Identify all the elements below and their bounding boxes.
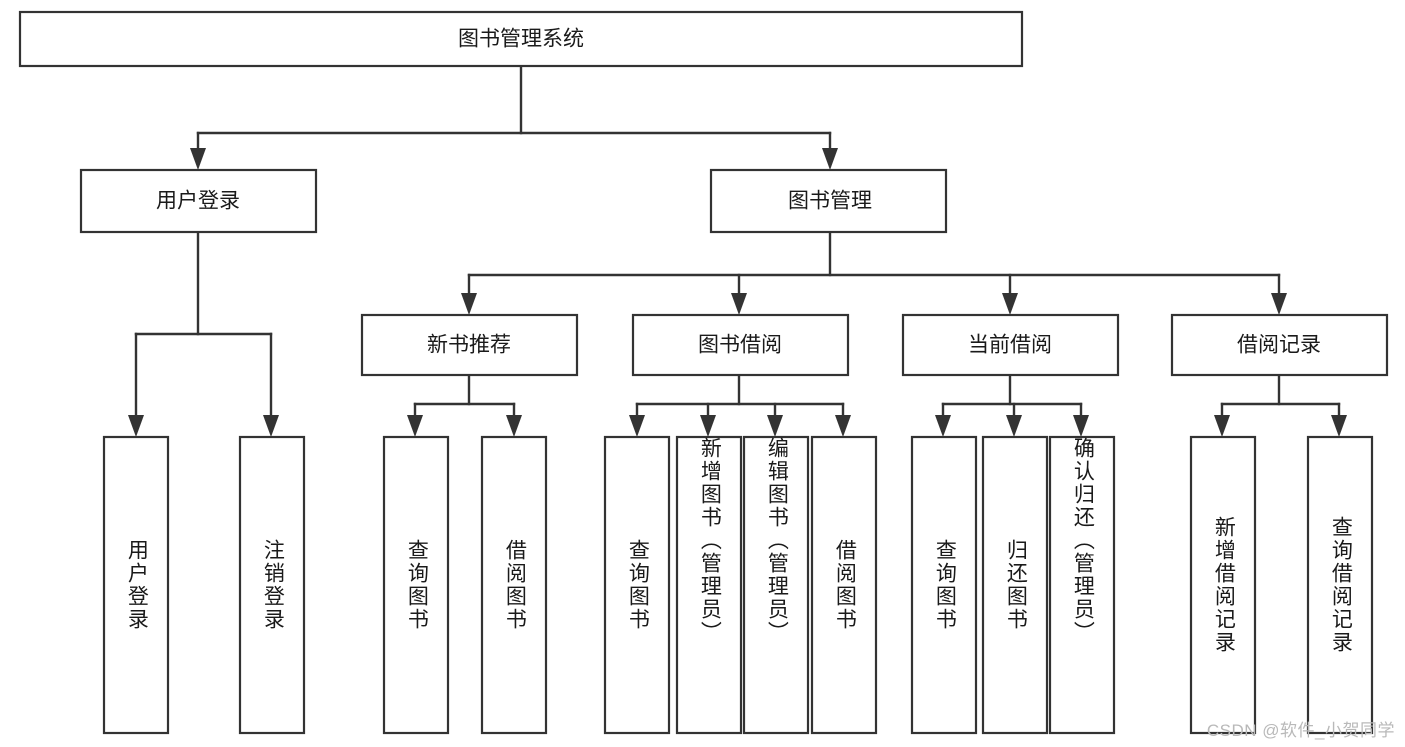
node-current-borrow-label: 当前借阅 — [968, 334, 1052, 357]
node-new-book-recommend-label: 新书推荐 — [427, 334, 511, 357]
node-leaf-borrow-book[interactable] — [810, 435, 878, 735]
node-root-label: 图书管理系统 — [458, 28, 584, 51]
connector-root-to-level2 — [190, 65, 838, 170]
node-user-login[interactable] — [79, 168, 318, 234]
connector-borrowrecord-to-leaves — [1214, 373, 1347, 437]
node-borrow-record-label: 借阅记录 — [1237, 334, 1321, 357]
node-book-management[interactable] — [709, 168, 948, 234]
node-leaf-query-book-newbook[interactable] — [382, 435, 450, 735]
node-leaf-query-book-current[interactable] — [910, 435, 978, 735]
node-leaf-query-book-borrow[interactable] — [603, 435, 671, 735]
csdn-watermark: CSDN @软件_小贺同学 — [1206, 721, 1395, 740]
node-user-login-label: 用户登录 — [156, 190, 240, 213]
connector-userlogin-to-leaves — [128, 230, 279, 437]
connector-bookmgmt-to-level3 — [461, 230, 1287, 315]
node-leaf-logout[interactable] — [238, 435, 306, 735]
node-leaf-query-borrow-record[interactable] — [1306, 435, 1374, 735]
node-book-borrow-label: 图书借阅 — [698, 334, 782, 357]
node-leaf-add-book-admin[interactable] — [675, 435, 743, 735]
node-leaf-add-borrow-record[interactable] — [1189, 435, 1257, 735]
node-current-borrow[interactable] — [901, 313, 1120, 377]
node-book-borrow[interactable] — [631, 313, 850, 377]
node-leaf-confirm-return-admin[interactable] — [1048, 435, 1116, 735]
connector-bookborrow-to-leaves — [629, 373, 851, 437]
connector-newbook-to-leaves — [407, 373, 522, 437]
node-leaf-return-book[interactable] — [981, 435, 1049, 735]
node-leaf-edit-book-admin[interactable] — [742, 435, 810, 735]
node-leaf-user-login[interactable] — [102, 435, 170, 735]
connector-currentborrow-to-leaves — [935, 373, 1089, 437]
node-borrow-record[interactable] — [1170, 313, 1389, 377]
node-leaf-borrow-book-newbook[interactable] — [480, 435, 548, 735]
node-new-book-recommend[interactable] — [360, 313, 579, 377]
node-book-management-label: 图书管理 — [788, 190, 872, 213]
node-root-book-management-system[interactable] — [18, 10, 1024, 68]
